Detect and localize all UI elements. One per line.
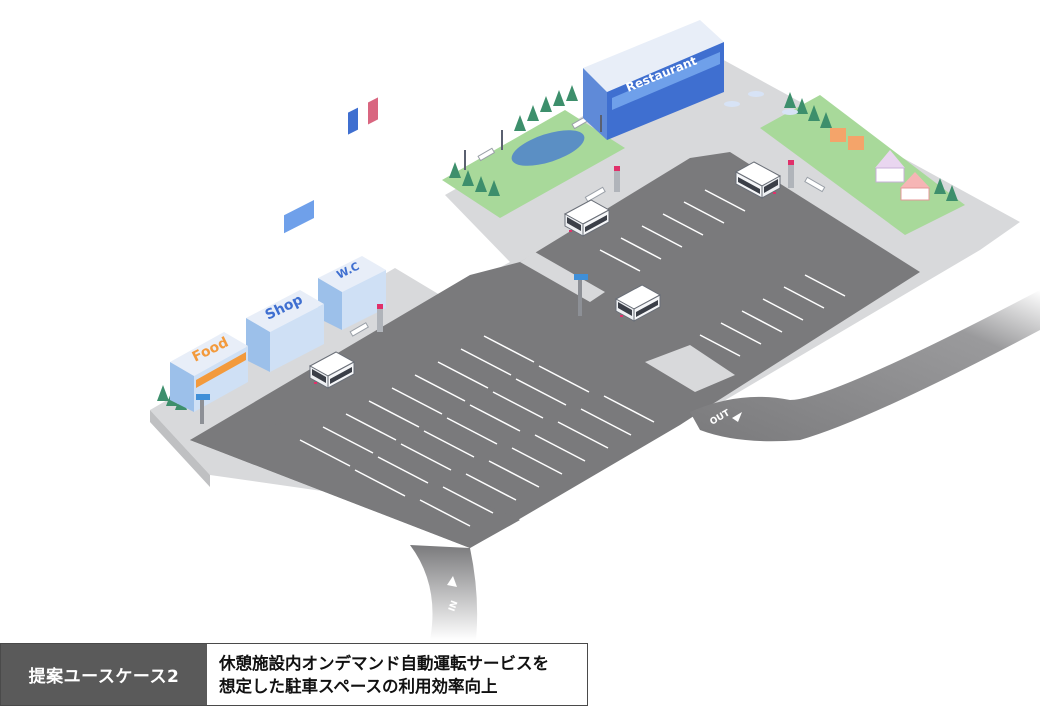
parasols — [724, 91, 798, 115]
stall-line — [704, 189, 746, 212]
wc-building: W.C — [318, 97, 386, 330]
stall-line — [391, 387, 443, 415]
description-line-2: 想定した駐車スペースの利用効率向上 — [219, 676, 498, 696]
event-tents — [830, 128, 930, 201]
shuttle-bus — [308, 351, 356, 389]
stall-line — [599, 249, 641, 272]
median-island — [520, 252, 605, 302]
use-case-tag: 提案ユースケース2 — [1, 644, 207, 705]
stall-line — [460, 348, 512, 376]
stall-line — [557, 421, 609, 449]
tree — [157, 385, 169, 401]
exit-road — [690, 290, 1040, 442]
island-right — [645, 345, 735, 392]
tree — [488, 180, 500, 196]
parking-stalls — [299, 189, 846, 527]
restaurant-building: Restaurant — [583, 20, 724, 140]
tree — [553, 90, 565, 106]
tree — [566, 85, 578, 101]
stall-line — [699, 334, 741, 357]
shuttle-bus — [563, 199, 611, 237]
stall-line — [437, 361, 489, 389]
stall-line — [511, 447, 563, 475]
stall-line — [465, 473, 517, 501]
shuttle-bus — [614, 284, 662, 322]
autonomous-shuttles — [308, 161, 782, 389]
stall-line — [368, 400, 420, 428]
stall-line — [446, 417, 498, 445]
stall-line — [603, 395, 655, 423]
caption-box: 提案ユースケース2 休憩施設内オンデマンド自動運転サービスを 想定した駐車スペー… — [0, 643, 588, 706]
stall-line — [683, 201, 725, 224]
stall-line — [762, 298, 804, 321]
entrance-road — [410, 545, 478, 640]
tree — [527, 105, 539, 121]
stall-line — [400, 443, 452, 471]
tree — [514, 115, 526, 131]
tree — [934, 178, 946, 194]
trees — [157, 85, 958, 410]
stall-line — [641, 225, 683, 248]
in-label: IN — [447, 599, 460, 613]
benches — [349, 115, 826, 337]
lamp-posts — [464, 115, 602, 170]
stall-line — [354, 469, 406, 497]
stall-line — [414, 374, 466, 402]
stall-line — [322, 426, 374, 454]
tree — [449, 162, 461, 178]
entrance-arrow: IN — [447, 576, 461, 613]
parking-lot-lower — [190, 420, 520, 548]
stall-line — [741, 310, 783, 333]
stall-line — [299, 439, 351, 467]
stall-line — [423, 430, 475, 458]
stall-line — [662, 213, 704, 236]
stall-line — [620, 237, 662, 260]
parking-lot-main — [190, 152, 920, 548]
stall-line — [469, 404, 521, 432]
use-case-description: 休憩施設内オンデマンド自動運転サービスを 想定した駐車スペースの利用効率向上 — [207, 644, 587, 705]
tree — [462, 170, 474, 186]
stall-line — [534, 434, 586, 462]
stall-line — [345, 413, 397, 441]
pickup-stations — [196, 160, 794, 424]
stall-line — [419, 499, 471, 527]
pond — [511, 130, 585, 166]
stall-line — [488, 460, 540, 488]
stall-line — [580, 408, 632, 436]
stall-line — [442, 486, 494, 514]
stall-line — [538, 365, 590, 393]
stall-line — [492, 391, 544, 419]
stall-line — [783, 286, 825, 309]
stall-line — [377, 456, 429, 484]
tree — [808, 105, 820, 121]
tree — [946, 185, 958, 201]
tree — [820, 112, 832, 128]
shop-building: Shop — [246, 200, 324, 372]
stall-line — [804, 274, 846, 297]
tree — [784, 92, 796, 108]
shuttle-bus — [734, 161, 782, 199]
tree — [796, 98, 808, 114]
tree — [540, 96, 552, 112]
tree — [475, 176, 487, 192]
stall-line — [483, 335, 535, 363]
description-line-1: 休憩施設内オンデマンド自動運転サービスを — [219, 653, 549, 673]
stall-line — [720, 322, 762, 345]
stall-line — [515, 378, 567, 406]
